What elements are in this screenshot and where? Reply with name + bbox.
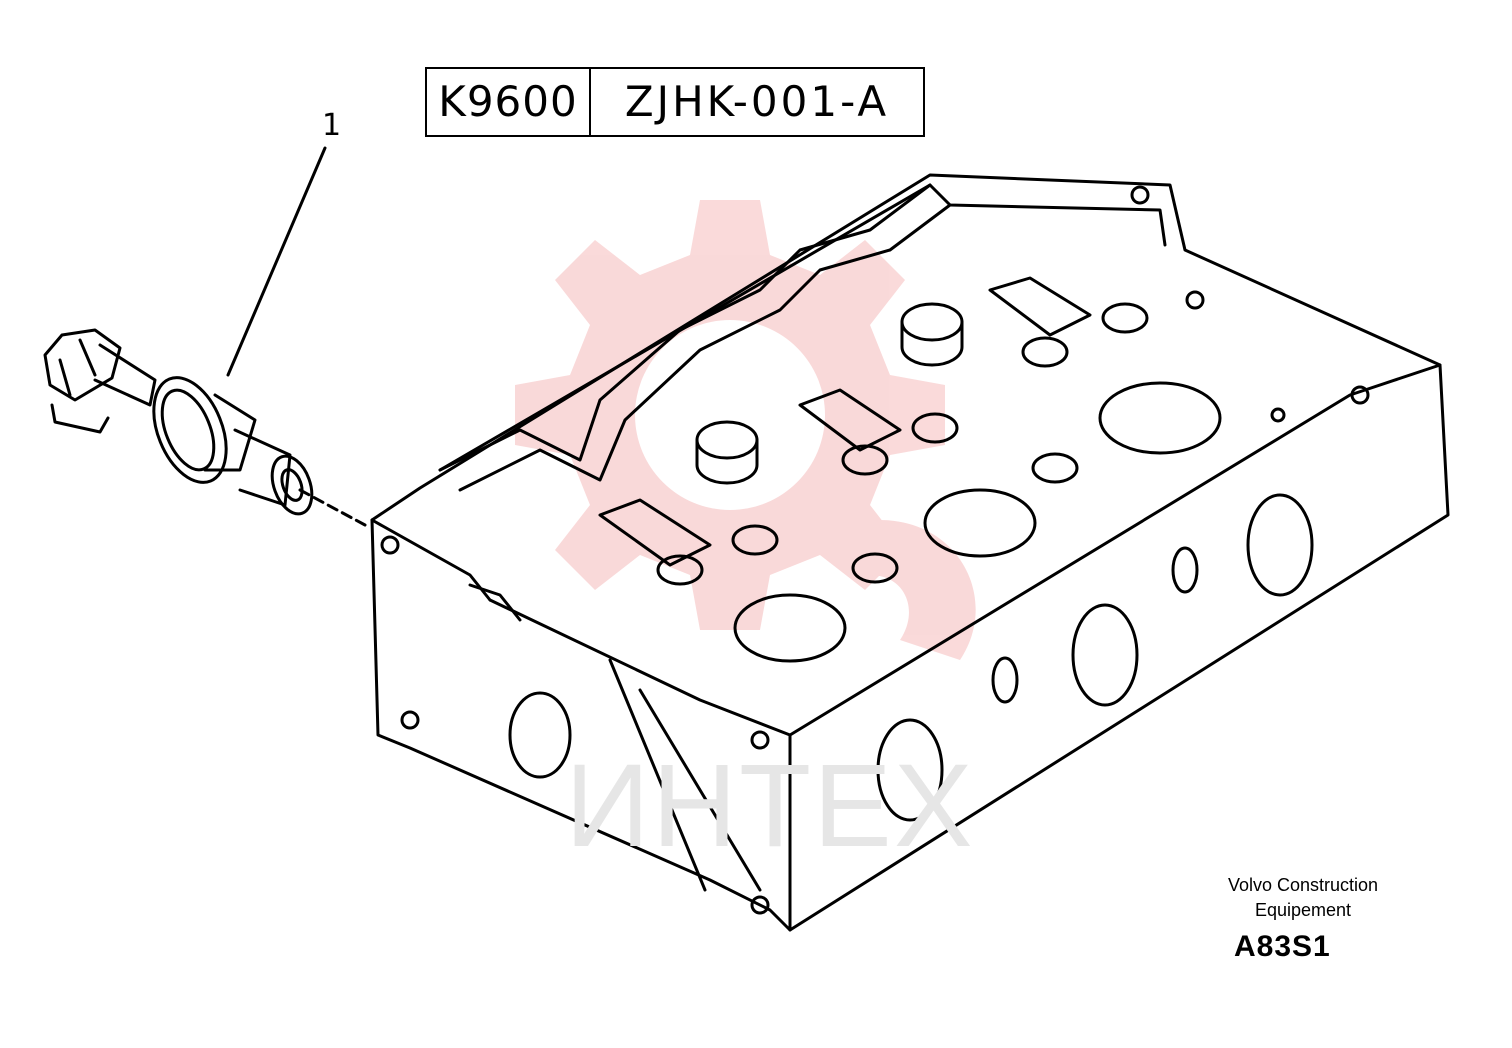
manufacturer-line-2: Equipement — [1254, 900, 1352, 920]
callout-label-1: 1 — [322, 108, 342, 143]
watermark-text: ИНТЕХ — [565, 740, 975, 872]
intake-port-2 — [923, 488, 1037, 558]
assembly-connector — [298, 488, 367, 527]
leader-line-1 — [226, 146, 327, 377]
intake-port-1 — [733, 593, 847, 663]
model-code-box: K9600 — [425, 67, 591, 137]
cylinder-head — [370, 173, 1450, 932]
manufacturer-line-1: Volvo Construction — [1227, 875, 1379, 895]
watermark-gear-logo — [515, 200, 976, 660]
pressure-sensor-part — [43, 328, 314, 516]
figure-id: A83S1 — [1234, 930, 1331, 963]
drawing-code-box: ZJHK-001-A — [591, 67, 925, 137]
manufacturer-label: Volvo Construction Equipement — [1195, 873, 1411, 923]
intake-port-3 — [1098, 381, 1222, 455]
